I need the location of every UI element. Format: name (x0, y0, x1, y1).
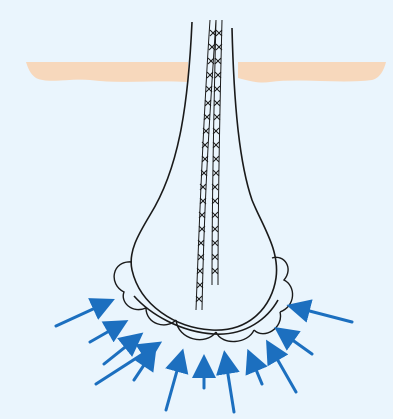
skin-layer-left (26, 62, 188, 82)
skin-layer-right (238, 62, 386, 83)
